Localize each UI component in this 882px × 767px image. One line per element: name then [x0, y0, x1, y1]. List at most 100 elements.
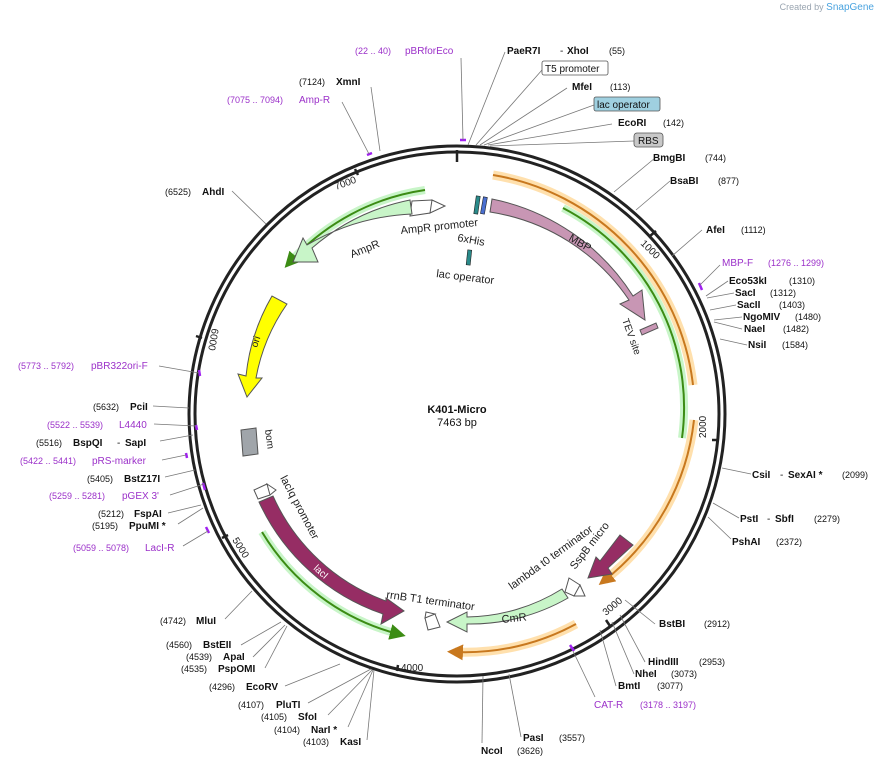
- label-csii: CsiI: [752, 470, 771, 481]
- feature-his-tag: [480, 196, 488, 215]
- label-pbrforeco: pBRforEco: [405, 46, 454, 57]
- label-ppumi: PpuMI *: [129, 521, 166, 532]
- label-afei-pos: (1112): [741, 225, 766, 235]
- label-rbs: RBS: [638, 136, 659, 147]
- label-cat-r-range: (3178 .. 3197): [640, 700, 696, 710]
- label-pcii: PciI: [130, 402, 148, 413]
- label-t5-promoter: T5 promoter: [545, 64, 600, 75]
- feature-label-lac-operator: lac operator: [436, 268, 495, 287]
- label-ahdi-pos: (6525): [165, 187, 191, 197]
- feature-ori: [237, 295, 288, 398]
- feature-bom: [240, 427, 259, 457]
- label-ahdi: AhdI: [202, 187, 224, 198]
- label-ncoi-pos: (3626): [517, 746, 543, 756]
- label-sbfi-pos: (2279): [814, 514, 840, 524]
- label-pbr322ori-f: pBR322ori-F: [91, 361, 148, 372]
- orf-arc-cmr: [454, 620, 579, 657]
- label-xhoi-pos: (55): [609, 46, 625, 56]
- label-l4440: L4440: [119, 420, 147, 431]
- tick-label-2000: 2000: [698, 415, 709, 438]
- label-xhoi: XhoI: [567, 46, 589, 57]
- label-paer7i: PaeR7I: [507, 46, 541, 57]
- label-pbrforeco-range: (22 .. 40): [355, 46, 391, 56]
- label-ppumi-pos: (5195): [92, 521, 118, 531]
- label-ecori: EcoRI: [618, 118, 647, 129]
- tick-label-6000: 6000: [205, 327, 220, 351]
- plasmid-name: K401-Micro: [427, 404, 487, 416]
- tick-label-3000: 3000: [601, 595, 625, 618]
- label-pasi: PasI: [523, 733, 544, 744]
- label-prs-marker: pRS-marker: [92, 456, 147, 467]
- label-lac-operator-box: lac operator: [597, 100, 650, 111]
- label-hindiii: HindIII: [648, 657, 679, 668]
- label-bstbi: BstBI: [659, 619, 685, 630]
- primer-marks: [184, 138, 704, 652]
- label-pasi-pos: (3557): [559, 733, 585, 743]
- label-laci-r-range: (5059 .. 5078): [73, 543, 129, 553]
- feature-6xhis: [473, 195, 481, 215]
- box-lac-operator: [593, 96, 661, 112]
- box-rbs: [633, 132, 664, 148]
- feature-ampr-promoter: [409, 199, 447, 217]
- label-bstbi-pos: (2912): [704, 619, 730, 629]
- label-sfoi: SfoI: [298, 712, 317, 723]
- label-nhei-pos: (3073): [671, 669, 697, 679]
- label-sacii-pos: (1403): [779, 300, 805, 310]
- label-eco53ki: Eco53kI: [729, 276, 767, 287]
- label-apai-pos: (4539): [186, 652, 212, 662]
- label-sep-bspqi: -: [117, 438, 120, 449]
- orf-arc-green-right: [562, 207, 686, 439]
- label-sexai-pos: (2099): [842, 470, 868, 480]
- label-nhei: NheI: [635, 669, 657, 680]
- label-pspomi: PspOMI: [218, 664, 255, 675]
- leader-lines: [152, 51, 752, 744]
- label-ncoi: NcoI: [481, 746, 503, 757]
- orf-arc-cmr: [447, 623, 577, 661]
- feature-ampr: [292, 199, 413, 263]
- feature-sspb-micro: [587, 534, 634, 579]
- tick-label-4000: 4000: [401, 663, 424, 674]
- label-prs-marker-range: (5422 .. 5441): [20, 456, 76, 466]
- feature-label-tev-site: TEV site: [619, 317, 642, 357]
- label-hindiii-pos: (2953): [699, 657, 725, 667]
- label-laci-r: LacI-R: [145, 543, 174, 554]
- orf-arc-laci: [261, 531, 406, 640]
- orf-arc-mbp: [492, 174, 694, 386]
- label-xmni-pos: (7124): [299, 77, 325, 87]
- label-eco53ki-pos: (1310): [789, 276, 815, 286]
- site-labels: PaeR7I - XhoI (55) T5 promoter MfeI (113…: [18, 46, 868, 757]
- label-mbp-f-range: (1276 .. 1299): [768, 258, 824, 268]
- label-pluti: PluTI: [276, 700, 301, 711]
- created-by-credit: Created by SnapGene: [780, 2, 874, 13]
- label-l4440-range: (5522 .. 5539): [47, 420, 103, 430]
- box-t5-promoter: [541, 60, 609, 76]
- label-ecorv-pos: (4296): [209, 682, 235, 692]
- label-mfei-pos: (113): [610, 82, 630, 92]
- label-psti: PstI: [740, 514, 759, 525]
- label-bsteii-pos: (4560): [166, 640, 192, 650]
- label-xmni: XmnI: [336, 77, 361, 88]
- label-pshai-pos: (2372): [776, 537, 802, 547]
- label-sep-csii: -: [780, 470, 783, 481]
- label-cat-r: CAT-R: [594, 700, 623, 711]
- label-kasi-pos: (4103): [303, 737, 329, 747]
- label-bmgbi: BmgBI: [653, 153, 685, 164]
- label-naei-pos: (1482): [783, 324, 809, 334]
- label-sep-dash: -: [560, 46, 563, 57]
- snapgene-logo: SnapGene: [826, 2, 874, 13]
- label-bsabi-pos: (877): [718, 176, 739, 186]
- label-pgex3: pGEX 3': [122, 491, 159, 502]
- orf-arc-mbp: [492, 170, 698, 386]
- label-fspai: FspAI: [134, 509, 162, 520]
- label-sbfi: SbfI: [775, 514, 794, 525]
- label-fspai-pos: (5212): [98, 509, 124, 519]
- orf-arc-outer: [598, 419, 695, 585]
- label-naei: NaeI: [744, 324, 765, 335]
- label-nari: NarI *: [311, 725, 337, 736]
- label-sacii: SacII: [737, 300, 761, 311]
- feature-label-ampr: AmpR: [349, 238, 382, 261]
- label-mlui: MluI: [196, 616, 216, 627]
- label-ngomiv-pos: (1480): [795, 312, 821, 322]
- feature-laciq-promoter: [253, 482, 277, 500]
- feature-label-cmr: CmR: [501, 611, 527, 626]
